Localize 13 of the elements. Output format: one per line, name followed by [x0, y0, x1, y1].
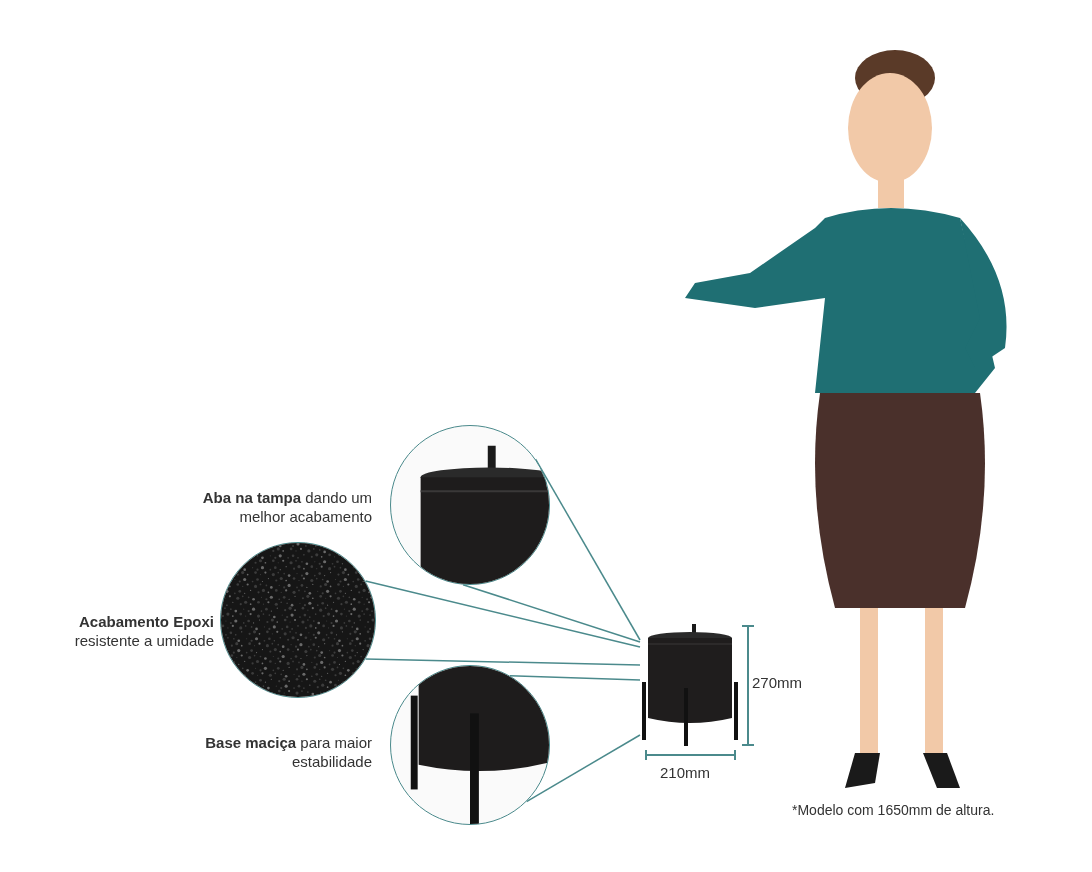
callout-text: Base maciça para maior estabilidade	[204, 733, 372, 771]
planter-drawing	[640, 622, 740, 748]
leader-line	[509, 674, 641, 681]
leader-line	[364, 658, 641, 666]
leader-line	[534, 458, 641, 641]
callout-text: Aba na tampa dando um melhor acabamento	[201, 488, 372, 526]
leader-line	[525, 734, 641, 803]
leader-line	[462, 583, 641, 643]
callout-text: Acabamento Epoxi resistente a umidade	[73, 612, 214, 650]
leader-line	[364, 580, 641, 648]
dimension-label: 270mm	[752, 673, 803, 693]
footnote: *Modelo com 1650mm de altura.	[792, 801, 995, 820]
dimension-label: 210mm	[660, 763, 711, 783]
